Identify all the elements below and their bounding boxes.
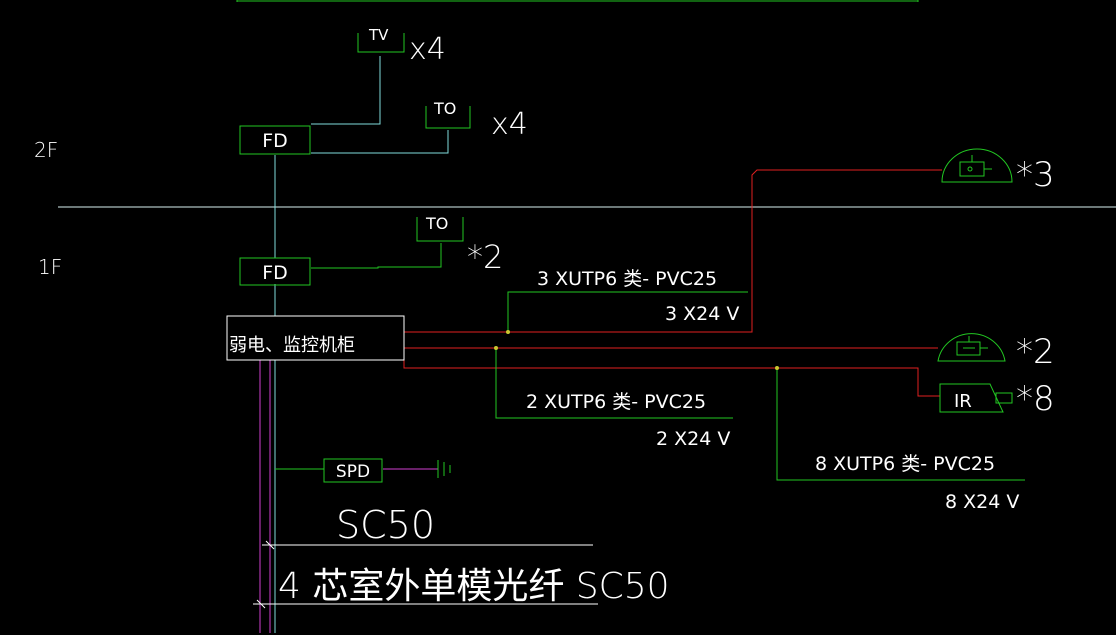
grounding-conductors [259,360,438,633]
cable-run-c-type: 8 XUTP6 类- PVC25 [815,453,995,475]
cable-run-b-power: 2 X24 V [656,428,730,450]
ir-camera-label: IR [954,391,972,412]
data-outlet-1f-label: TO [425,214,448,233]
floor-distributor-2f-label: FD [262,130,288,152]
surge-protector [323,458,383,483]
camera-feed-cables [403,169,942,397]
fiber-label: 4 芯室外单模光纤 SC50 [278,566,670,607]
floor-distributor-1f [239,257,311,286]
data-outlet-2f [425,106,471,129]
weak-current-cabinet [226,315,405,361]
tv-outlet-2f-label: TV [368,26,389,44]
conduit-label: SC50 [336,503,435,547]
surge-protector-label: SPD [336,462,370,482]
cable-run-c-power: 8 X24 V [945,491,1019,513]
data-outlet-1f [416,217,464,242]
tv-outlet-2f-qty: x4 [409,32,446,67]
junction-dots [494,330,779,370]
ir-camera-icon [939,383,1013,413]
ground-icon [437,460,451,478]
weak-current-cabinet-label: 弱电、监控机柜 [229,335,355,356]
camera-2f-qty: *3 [1016,155,1055,195]
tv-outlet-2f [357,33,405,53]
camera-1f-qty: *2 [1016,332,1055,372]
floor-distributor-2f [239,125,311,155]
riser-cable [274,56,449,316]
data-outlet-1f-qty: *2 [467,238,503,276]
ir-camera-qty: *8 [1016,379,1055,419]
cable-run-a-power: 3 X24 V [665,303,739,325]
data-outlet-2f-label: TO [433,99,456,118]
camera-icon [941,148,1013,183]
data-outlet-2f-qty: x4 [491,107,528,142]
floor-distributor-1f-label: FD [262,262,288,284]
upper-drawing-fragment [236,0,919,2]
floor-label-2f: 2F [34,138,58,162]
cable-leaders [495,291,1025,481]
cable-run-b-type: 2 XUTP6 类- PVC25 [526,391,706,413]
camera-icon [937,333,1006,362]
fiber-annotation-lines [253,540,598,609]
fd-1f-to-outlet-cable [311,243,442,269]
cable-run-a-type: 3 XUTP6 类- PVC25 [537,268,717,290]
floor-label-1f: 1F [38,255,62,279]
